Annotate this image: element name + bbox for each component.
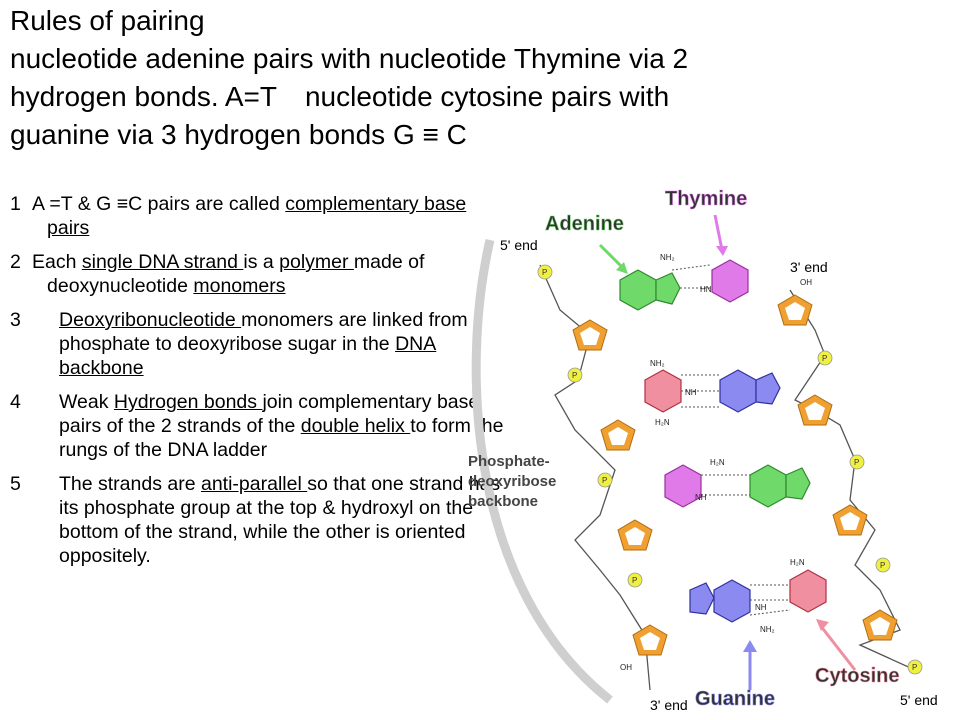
svg-text:P: P <box>880 561 885 570</box>
rule-text: The strands are anti-parallel so that on… <box>10 472 505 568</box>
svg-text:NH: NH <box>685 388 697 397</box>
sugar-group <box>572 294 898 656</box>
svg-text:H₂N: H₂N <box>790 558 805 567</box>
rule-text-fragment: Weak <box>59 391 114 413</box>
rule-key-term: monomers <box>193 275 286 297</box>
cytosine-label: Cytosine <box>815 665 899 687</box>
hbonds-ta <box>701 474 750 496</box>
title-line-2: hydrogen bonds. A=T nucleotide cytosine p… <box>10 78 955 116</box>
five-end-top-label: 5' end <box>500 237 538 253</box>
backbone-band <box>471 238 613 704</box>
svg-text:P: P <box>912 663 917 672</box>
chem-labels: NH₂ HN NH₂ H₂N NH H₂N NH H₂N NH NH₂ OH O… <box>620 253 812 672</box>
phosphate-labels: P P P P P P P P <box>542 268 917 672</box>
hbonds-cg-1 <box>681 374 720 408</box>
svg-text:NH₂: NH₂ <box>760 625 775 634</box>
rule-number: 2 <box>10 251 21 273</box>
adenine-base <box>619 269 681 311</box>
rule-number: 5 <box>10 473 21 495</box>
title-block: Rules of pairing nucleotide adenine pair… <box>10 2 955 154</box>
rule-key-term: polymer <box>279 251 354 273</box>
svg-text:P: P <box>854 458 859 467</box>
three-end-bottom-label: 3' end <box>650 697 688 713</box>
rule-text-fragment: so that one strand has its phosphate gro… <box>59 473 501 567</box>
rule-text-fragment: join complementary base pairs of the 2 s… <box>59 391 480 437</box>
rule-text: Deoxyribonucleotide monomers are linked … <box>10 308 505 380</box>
rule-text-fragment: monomers are linked from phosphate to de… <box>59 309 468 355</box>
guanine-base-2 <box>719 369 781 413</box>
thymine-base-3 <box>664 464 702 508</box>
guanine-label: Guanine <box>695 688 775 710</box>
adenine-label: Adenine <box>545 213 624 235</box>
svg-text:P: P <box>572 371 577 380</box>
rule-text: A =T & G ≡C pairs are called complementa… <box>10 192 505 240</box>
svg-text:OH: OH <box>620 663 632 672</box>
rule-text: Weak Hydrogen bonds join complementary b… <box>10 390 505 462</box>
sugar-centers <box>580 302 890 650</box>
svg-text:NH: NH <box>755 603 767 612</box>
three-end-top-label: 3' end <box>790 259 828 275</box>
rule-text-fragment: Each <box>32 251 82 273</box>
rule-text-fragment: The strands are <box>59 473 201 495</box>
svg-text:P: P <box>602 476 607 485</box>
rule-key-term: Hydrogen bonds <box>113 391 263 413</box>
cytosine-base-4 <box>789 569 827 613</box>
backbone-label-3: backbone <box>468 493 538 510</box>
svg-text:P: P <box>542 268 547 277</box>
rule-number: 3 <box>10 309 21 331</box>
hbonds-gc-2 <box>749 584 791 616</box>
thymine-label: Thymine <box>665 188 747 210</box>
rule-key-term: single DNA strand <box>81 251 244 273</box>
thymine-base <box>711 259 749 303</box>
title-line-3: guanine via 3 hydrogen bonds G ≡ C <box>10 119 467 150</box>
page-title: Rules of pairing <box>10 5 205 36</box>
rule-text-fragment: made of deoxynucleotide <box>47 251 425 297</box>
rule-key-term: complementary base pairs <box>47 193 467 239</box>
rule-key-term: anti-parallel <box>200 473 308 495</box>
rule-number: 1 <box>10 193 21 215</box>
phosphate-group <box>537 264 923 675</box>
title-line-1: nucleotide adenine pairs with nucleotide… <box>10 43 689 74</box>
hbonds-at <box>671 264 712 289</box>
rule-key-term: double helix <box>300 415 411 437</box>
svg-text:P: P <box>632 576 637 585</box>
svg-text:NH₂: NH₂ <box>650 359 665 368</box>
svg-text:NH: NH <box>695 493 707 502</box>
arrowheads <box>616 246 829 652</box>
svg-text:HN: HN <box>700 285 712 294</box>
backbone-label-1: Phosphate- <box>468 453 550 470</box>
dna-diagram: P P P P P P P P <box>468 188 938 713</box>
rule-text: Each single DNA strand is a polymer made… <box>10 250 505 298</box>
svg-text:P: P <box>822 354 827 363</box>
title-line-2b: nucleotide cytosine pairs with <box>304 81 670 112</box>
rule-key-term: Deoxyribonucleotide <box>59 309 242 331</box>
svg-text:OH: OH <box>800 278 812 287</box>
five-end-bottom-label: 5' end <box>900 692 938 708</box>
guanine-base-4 <box>689 579 751 623</box>
adenine-base-3 <box>749 464 811 508</box>
backbone-label-2: deoxyribose <box>468 473 556 490</box>
rule-text-fragment: A =T & G ≡C pairs are called <box>32 193 286 215</box>
svg-text:NH₂: NH₂ <box>660 253 675 262</box>
rule-text-fragment: is a <box>243 251 280 273</box>
svg-text:H₂N: H₂N <box>655 418 670 427</box>
svg-text:H₂N: H₂N <box>710 458 725 467</box>
rule-key-term: DNA backbone <box>59 333 437 379</box>
rule-number: 4 <box>10 391 21 413</box>
cytosine-base-2 <box>644 369 682 413</box>
title-line-2a: hydrogen bonds. A=T <box>10 81 277 112</box>
